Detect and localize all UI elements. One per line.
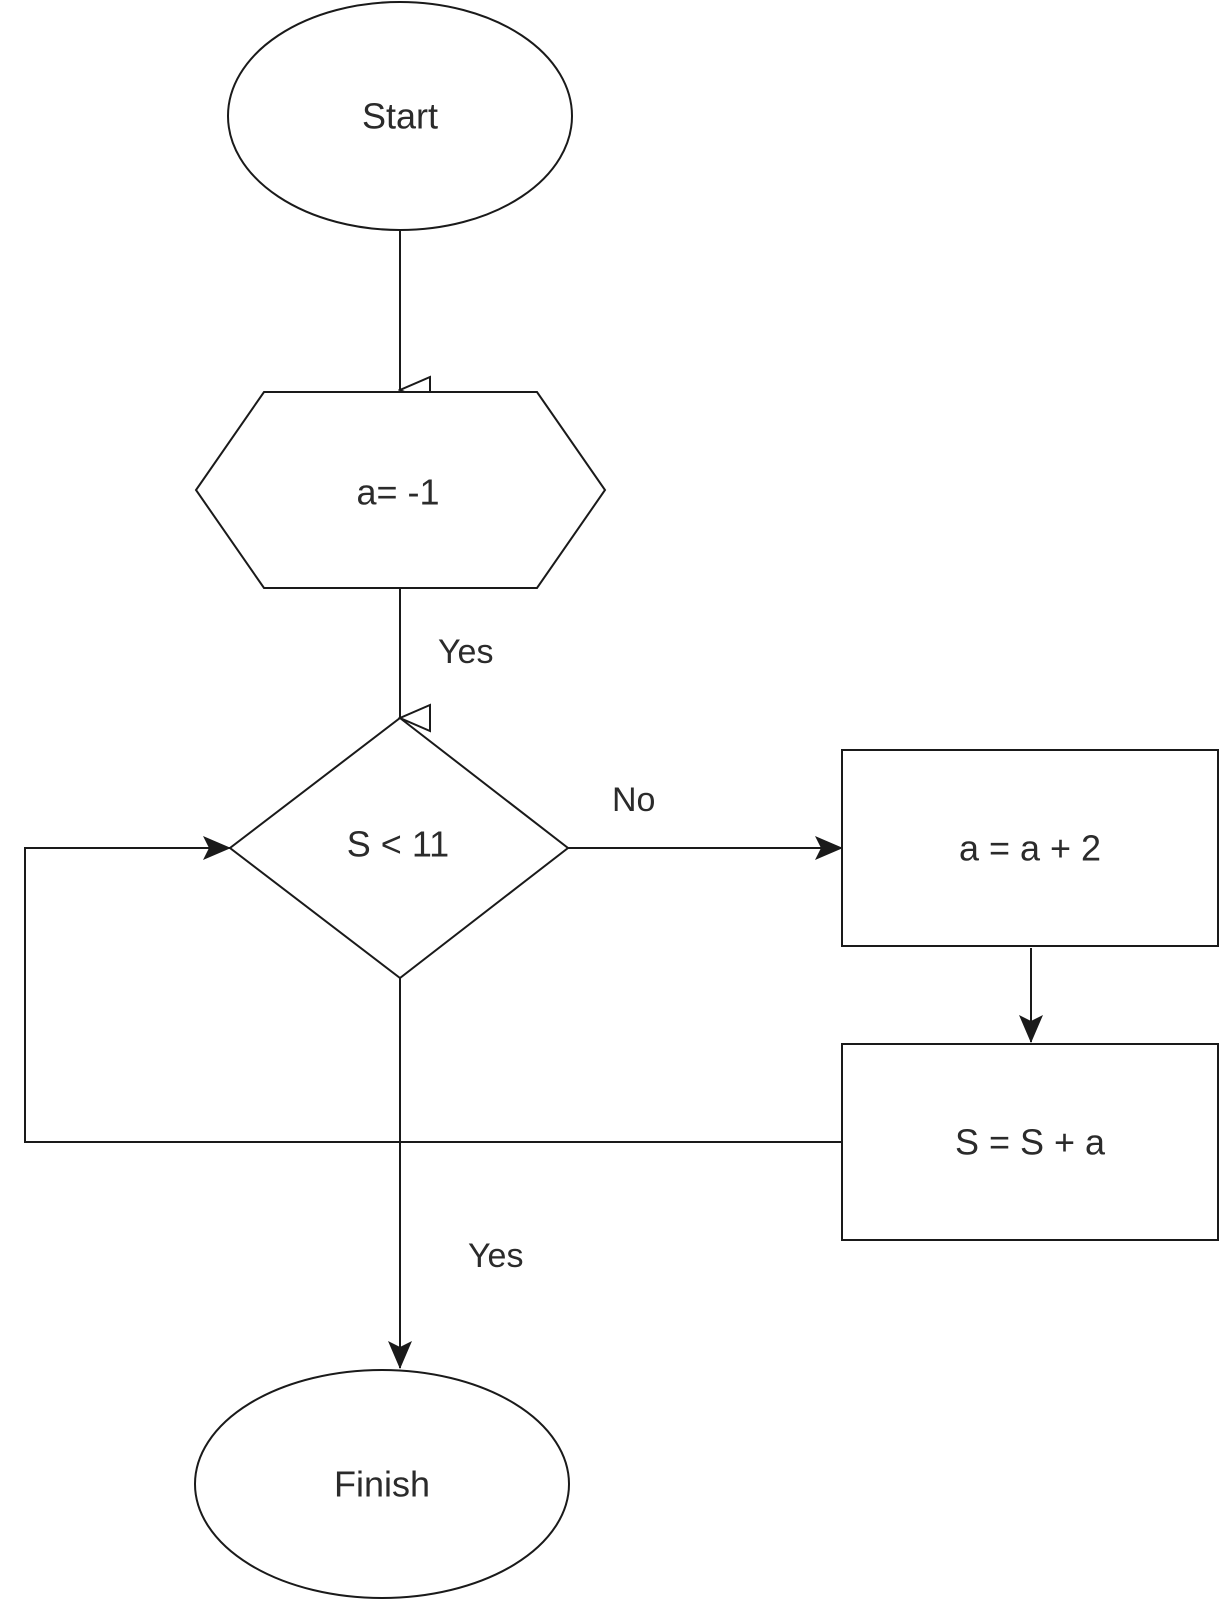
node-increment-label: a = a + 2: [959, 828, 1101, 869]
node-start-label: Start: [362, 96, 438, 137]
edge-loop-back: [24, 836, 842, 1143]
node-init: a= -1: [194, 391, 607, 589]
edge-label-init-yes: Yes: [438, 633, 493, 671]
node-start: Start: [227, 1, 573, 231]
node-accumulate: S = S + a: [841, 1043, 1219, 1241]
node-condition-label: S < 11: [347, 824, 449, 865]
edge-label-condition-no: No: [612, 781, 655, 819]
node-condition: S < 11: [228, 716, 570, 980]
node-finish-label: Finish: [334, 1464, 430, 1505]
edge-label-condition-yes: Yes: [468, 1237, 523, 1275]
node-increment: a = a + 2: [841, 749, 1219, 947]
node-init-label: a= -1: [356, 472, 439, 513]
node-accumulate-label: S = S + a: [955, 1122, 1106, 1163]
node-finish: Finish: [194, 1369, 570, 1599]
